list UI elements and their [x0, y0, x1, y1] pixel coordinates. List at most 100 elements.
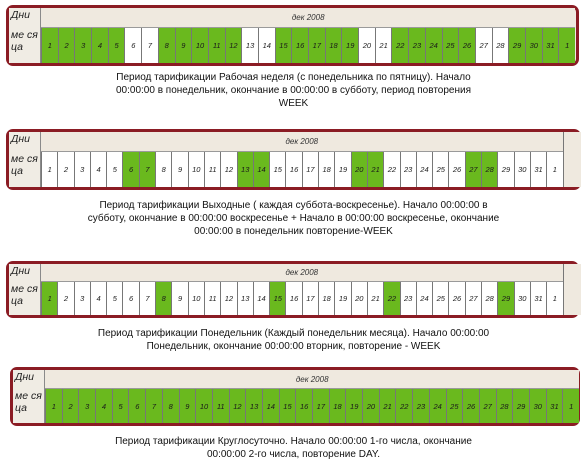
day-cell: 17	[308, 28, 325, 63]
day-cell: 18	[328, 389, 346, 423]
month-header: дек 2008	[41, 264, 563, 282]
day-cell: 19	[334, 282, 351, 315]
row-label-line: ме ся	[15, 390, 42, 402]
day-cell: 8	[155, 152, 172, 187]
day-cell: 28	[481, 152, 498, 187]
day-cell: 1	[41, 28, 58, 63]
day-cell: 19	[334, 152, 351, 187]
day-cell: 8	[157, 28, 175, 63]
day-cell: 7	[145, 389, 162, 423]
month-header: дек 2008	[45, 370, 580, 389]
day-cell: 31	[529, 152, 547, 187]
day-cell: 21	[378, 389, 396, 423]
day-cell: 1	[546, 282, 563, 315]
day-cell: 18	[324, 28, 342, 63]
caption-line: субботу, окончание в 00:00:00 воскресень…	[87, 213, 500, 224]
day-cell: 28	[495, 389, 513, 423]
panel-caption: Период тарификации Понедельник (Каждый п…	[0, 327, 587, 353]
day-cell: 22	[391, 28, 409, 63]
day-cell: 12	[220, 152, 237, 187]
day-cell: 30	[524, 28, 542, 63]
day-cell: 25	[441, 28, 459, 63]
day-cell: 4	[91, 28, 108, 63]
day-cell: 31	[541, 28, 559, 63]
month-header: дек 2008	[41, 132, 563, 152]
day-cell: 6	[122, 282, 139, 315]
day-cell: 1	[45, 389, 62, 423]
day-cell: 22	[383, 152, 400, 187]
day-cell: 30	[513, 282, 530, 315]
row-label-line: ца	[11, 165, 23, 177]
day-cell: 25	[445, 389, 463, 423]
day-cell: 19	[341, 28, 359, 63]
day-cell: 12	[220, 282, 237, 315]
day-cell: 6	[122, 152, 139, 187]
day-cell: 4	[89, 282, 107, 315]
day-cell: 13	[241, 28, 258, 63]
day-cell: 11	[207, 28, 225, 63]
row-label-line: Дни	[11, 265, 31, 277]
day-cell: 27	[464, 282, 482, 315]
day-cell: 20	[350, 282, 367, 315]
day-cell: 11	[203, 152, 221, 187]
row-label-line: Дни	[11, 133, 31, 145]
caption-line: 00:00:00 в понедельник, окончание в 00:0…	[115, 85, 471, 96]
day-cell: 3	[73, 282, 90, 315]
day-cell: 29	[497, 282, 514, 315]
day-cell: 25	[432, 282, 449, 315]
caption-line: 00:00:00 2-го числа, повторение DAY.	[206, 449, 381, 460]
caption-line: WEEK	[278, 98, 309, 109]
day-cell: 9	[174, 28, 192, 63]
spare-column	[562, 132, 581, 187]
row-label-line: ца	[11, 41, 23, 53]
day-cell: 5	[107, 28, 125, 63]
day-cell: 22	[383, 282, 400, 315]
day-cell: 10	[187, 282, 204, 315]
day-cell: 28	[481, 282, 498, 315]
day-cell: 12	[228, 389, 246, 423]
day-cell: 9	[171, 152, 188, 187]
day-cell: 16	[285, 282, 302, 315]
day-cell: 14	[261, 389, 279, 423]
day-cell: 13	[236, 282, 253, 315]
day-cell: 2	[57, 152, 74, 187]
day-cell: 31	[545, 389, 563, 423]
caption-line: 00:00:00 в понедельник повторение-WEEK	[194, 226, 393, 237]
day-cell: 15	[274, 28, 292, 63]
row-label-line: ме ся	[11, 153, 38, 165]
day-cell: 21	[374, 28, 392, 63]
day-cell: 27	[474, 28, 492, 63]
day-cell: 26	[448, 152, 465, 187]
day-cell: 28	[491, 28, 509, 63]
day-cell: 7	[141, 28, 158, 63]
day-cell: 29	[512, 389, 529, 423]
day-cell: 5	[111, 389, 129, 423]
day-cell: 1	[562, 389, 579, 423]
day-cell: 2	[57, 282, 74, 315]
day-cell: 16	[295, 389, 312, 423]
caption-line: Период тарификации Выходные ( каждая суб…	[99, 200, 488, 211]
day-cell: 1	[41, 152, 58, 187]
day-cell: 30	[528, 389, 546, 423]
day-cell: 10	[191, 28, 208, 63]
day-cell: 7	[138, 282, 156, 315]
row-label-line: Дни	[15, 371, 35, 383]
day-cell: 20	[358, 28, 375, 63]
day-cell: 10	[195, 389, 212, 423]
day-cell: 1	[546, 152, 563, 187]
day-cell: 5	[106, 282, 123, 315]
day-cell: 14	[252, 282, 270, 315]
day-cell: 20	[362, 389, 379, 423]
day-cell: 21	[366, 282, 384, 315]
day-cell: 15	[269, 152, 286, 187]
day-cell: 8	[155, 282, 172, 315]
day-cell: 16	[291, 28, 308, 63]
day-cell: 3	[74, 28, 92, 63]
